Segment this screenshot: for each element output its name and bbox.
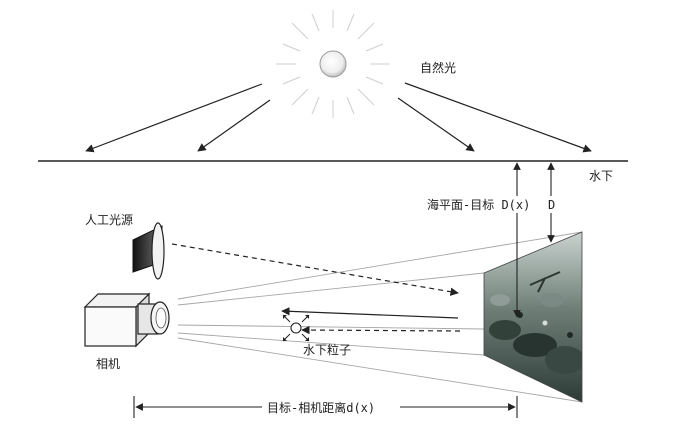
reflected-light-ray (281, 307, 459, 319)
sun-ray-1 (85, 83, 263, 153)
distance-label-bg (262, 399, 400, 415)
depth-D-label: D (548, 198, 555, 212)
camera-icon (83, 292, 170, 348)
artificial-light-label: 人工光源 (85, 213, 133, 227)
underwater-scene-image (483, 231, 583, 403)
particles-label: 水下粒子 (303, 342, 351, 357)
underwater-label: 水下 (589, 169, 613, 183)
camera-label: 相机 (96, 357, 120, 371)
sun-ray-4 (404, 82, 592, 153)
natural-light-rays (85, 82, 592, 153)
sun-icon (276, 10, 390, 118)
depth-label-bg (424, 196, 570, 213)
lamp-icon (132, 222, 165, 280)
sun-ray-3 (397, 97, 475, 152)
sun-ray-2 (197, 99, 271, 152)
sea-surface-target-label: 海平面-目标 D(x) (427, 197, 530, 212)
backscatter-ray (301, 325, 461, 335)
target-camera-distance-label: 目标-相机距离d(x) (267, 400, 375, 415)
natural-light-label: 自然光 (420, 60, 456, 75)
particle-icon (282, 314, 310, 342)
artificial-light-ray (171, 243, 459, 296)
